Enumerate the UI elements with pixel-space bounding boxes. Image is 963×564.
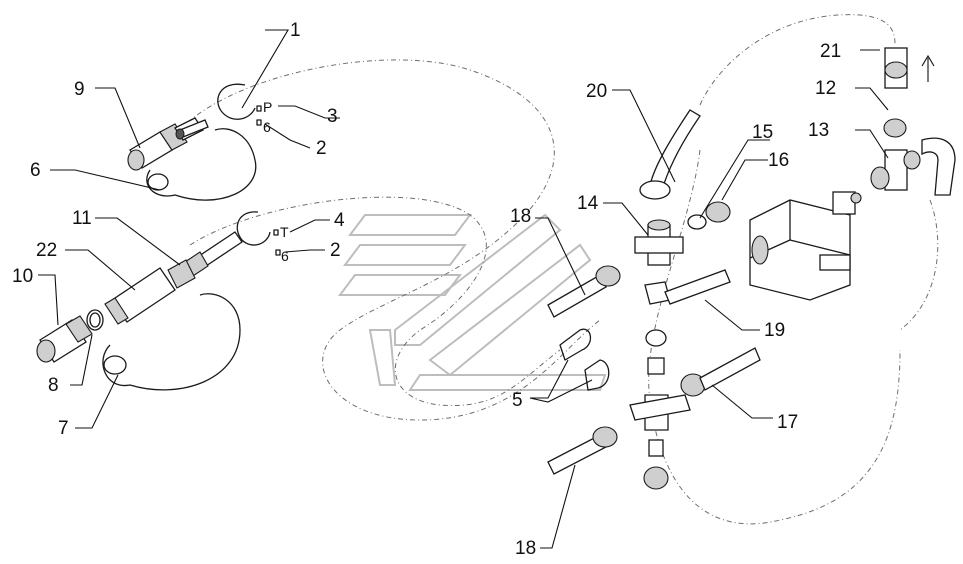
tag-p-number: 6	[263, 119, 271, 135]
hose-end-18-upper	[547, 265, 621, 318]
hose-tags: P 6 T 6	[263, 99, 289, 264]
callout-3: 3	[327, 106, 338, 127]
callout-7: 7	[58, 418, 69, 439]
callout-18-upper: 18	[510, 206, 531, 227]
callout-10: 10	[12, 266, 33, 287]
tee-fitting-13	[870, 137, 956, 196]
callout-labels: 1 2 2 3 4 5 6 7 8 9 10 11 12 13 14 15 16…	[12, 20, 841, 559]
callout-6: 6	[30, 160, 41, 181]
hose-end-17	[680, 347, 761, 397]
callout-16: 16	[768, 150, 789, 171]
callout-17: 17	[777, 412, 798, 433]
snap-ring-lower	[236, 211, 271, 246]
extension-22	[104, 267, 176, 325]
callout-14: 14	[577, 193, 599, 214]
callout-22: 22	[36, 240, 57, 261]
watermark-logo	[338, 213, 607, 391]
nut-12	[883, 118, 907, 138]
tag-t-letter: T	[280, 224, 289, 240]
fitting-21	[884, 47, 908, 89]
callout-8: 8	[48, 375, 59, 396]
quick-coupling-10	[36, 315, 93, 363]
ring-markers	[256, 105, 281, 256]
callout-19: 19	[764, 320, 785, 341]
tag-t-number: 6	[281, 248, 289, 264]
callout-21: 21	[820, 41, 841, 62]
callout-11: 11	[72, 208, 92, 229]
callout-1: 1	[290, 20, 301, 41]
dust-cap-7	[102, 293, 241, 391]
callout-12: 12	[815, 78, 836, 99]
clamp-5	[559, 328, 610, 391]
callout-5: 5	[512, 390, 523, 411]
fitting-15	[687, 214, 707, 230]
o-ring-8	[86, 309, 104, 331]
callout-13: 13	[808, 120, 829, 141]
snap-ring-1	[217, 83, 256, 120]
callout-15: 15	[752, 122, 773, 143]
dust-cap-6	[146, 128, 257, 201]
callout-18-lower: 18	[515, 538, 536, 559]
nut-16	[705, 201, 731, 223]
callout-20: 20	[586, 81, 607, 102]
hose-fitting-11	[167, 231, 243, 289]
hose-end-18-lower	[547, 426, 618, 475]
callout-4: 4	[334, 210, 345, 231]
pump-unit	[749, 191, 862, 301]
cross-fitting	[629, 329, 691, 490]
callout-2-lower: 2	[330, 240, 341, 261]
up-arrow-icon	[921, 54, 935, 82]
plug-small	[175, 119, 209, 140]
hose-elbow-19	[644, 269, 731, 305]
hose-routes	[164, 14, 939, 525]
hose-elbow-20	[639, 109, 701, 200]
tee-fitting-14	[634, 219, 684, 266]
callout-9: 9	[74, 79, 85, 100]
leader-lines	[38, 29, 889, 549]
callout-2-upper: 2	[316, 138, 327, 159]
tag-p-letter: P	[263, 99, 272, 115]
